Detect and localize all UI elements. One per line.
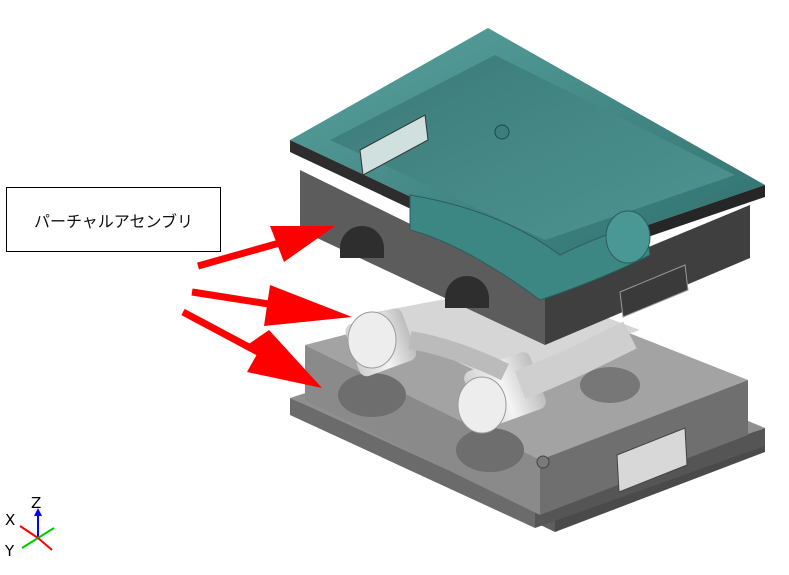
axis-triad-graphic	[19, 508, 55, 551]
upper-sprue	[494, 124, 510, 140]
upper-inner-plate	[359, 114, 429, 176]
upper-cavity	[330, 55, 735, 240]
axis-label-z: Z	[31, 494, 42, 512]
lower-cavity-left	[338, 373, 406, 417]
callout-label-box: パーチャルアセンブリ	[6, 187, 221, 252]
axis-label-x: X	[5, 511, 16, 529]
arrow-group	[181, 226, 352, 388]
axis-triad-icon[interactable]: Z X Y	[0, 492, 70, 562]
upper-cavity-part-shape	[409, 194, 651, 301]
part-neck	[408, 331, 509, 381]
arrow-to-upper-mold	[197, 226, 335, 270]
lower-nameplate	[616, 427, 688, 493]
upper-hole-left	[340, 226, 384, 258]
lower-bolt	[536, 455, 550, 469]
lower-cavity-right	[456, 428, 524, 472]
lower-plate-mid-left	[290, 398, 535, 528]
part-cylinder-left-end	[347, 311, 397, 369]
arrow-to-part	[191, 285, 352, 326]
lower-cavity-back	[580, 367, 640, 403]
part-cylinder-right-end	[457, 376, 507, 434]
upper-block-right	[545, 205, 750, 345]
upper-mold[interactable]	[290, 28, 765, 345]
upper-side-plate	[619, 264, 689, 318]
part-arm	[514, 321, 637, 400]
upper-hole-right	[445, 276, 489, 308]
arrow-to-lower-mold	[181, 308, 322, 388]
molded-part[interactable]	[343, 285, 640, 434]
upper-cavity-boss	[605, 210, 651, 264]
callout-label: パーチャルアセンブリ	[33, 211, 194, 231]
axis-label-y: Y	[5, 542, 15, 560]
